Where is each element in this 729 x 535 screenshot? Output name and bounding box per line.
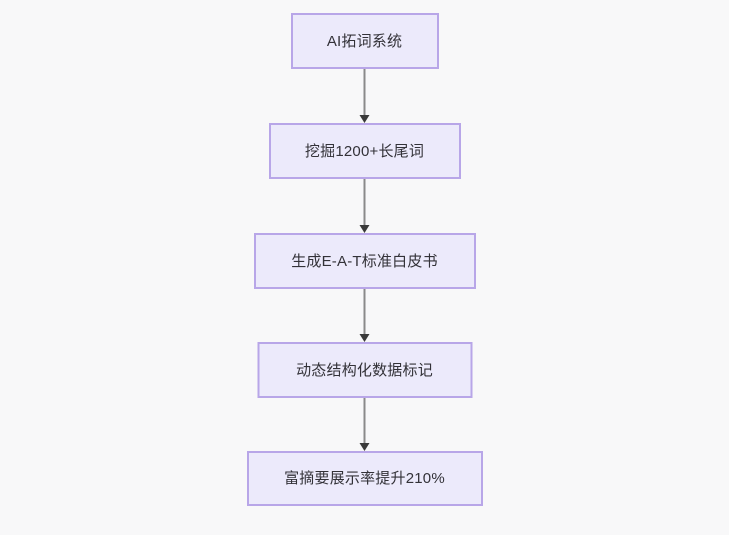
edge-line [363,289,366,334]
flowchart-node-1[interactable]: 挖掘1200+长尾词 [268,123,461,179]
arrow-head-icon [359,115,370,123]
flowchart-edge-0-arrow [359,69,370,123]
flowchart-node-4[interactable]: 富摘要展示率提升210% [246,451,483,506]
flowchart-edge-2-arrow [359,289,370,342]
edge-line [363,398,366,443]
flowchart-node-2[interactable]: 生成E-A-T标准白皮书 [253,233,476,289]
flowchart-node-4-label: 富摘要展示率提升210% [284,470,445,487]
arrow-head-icon [359,443,370,451]
flowchart-node-0[interactable]: AI拓词系统 [290,13,439,69]
flowchart-node-3-label: 动态结构化数据标记 [296,361,433,379]
edge-line [363,69,366,115]
arrow-head-icon [359,334,370,342]
flowchart-node-2-label: 生成E-A-T标准白皮书 [291,252,438,270]
flowchart-edge-3-arrow [359,398,370,451]
arrow-head-icon [359,225,370,233]
flowchart-edge-1-arrow [359,179,370,233]
flowchart-node-1-label: 挖掘1200+长尾词 [304,142,425,160]
flowchart-node-0-label: AI拓词系统 [326,32,403,50]
edge-line [363,179,366,225]
flowchart-node-3[interactable]: 动态结构化数据标记 [257,342,472,398]
